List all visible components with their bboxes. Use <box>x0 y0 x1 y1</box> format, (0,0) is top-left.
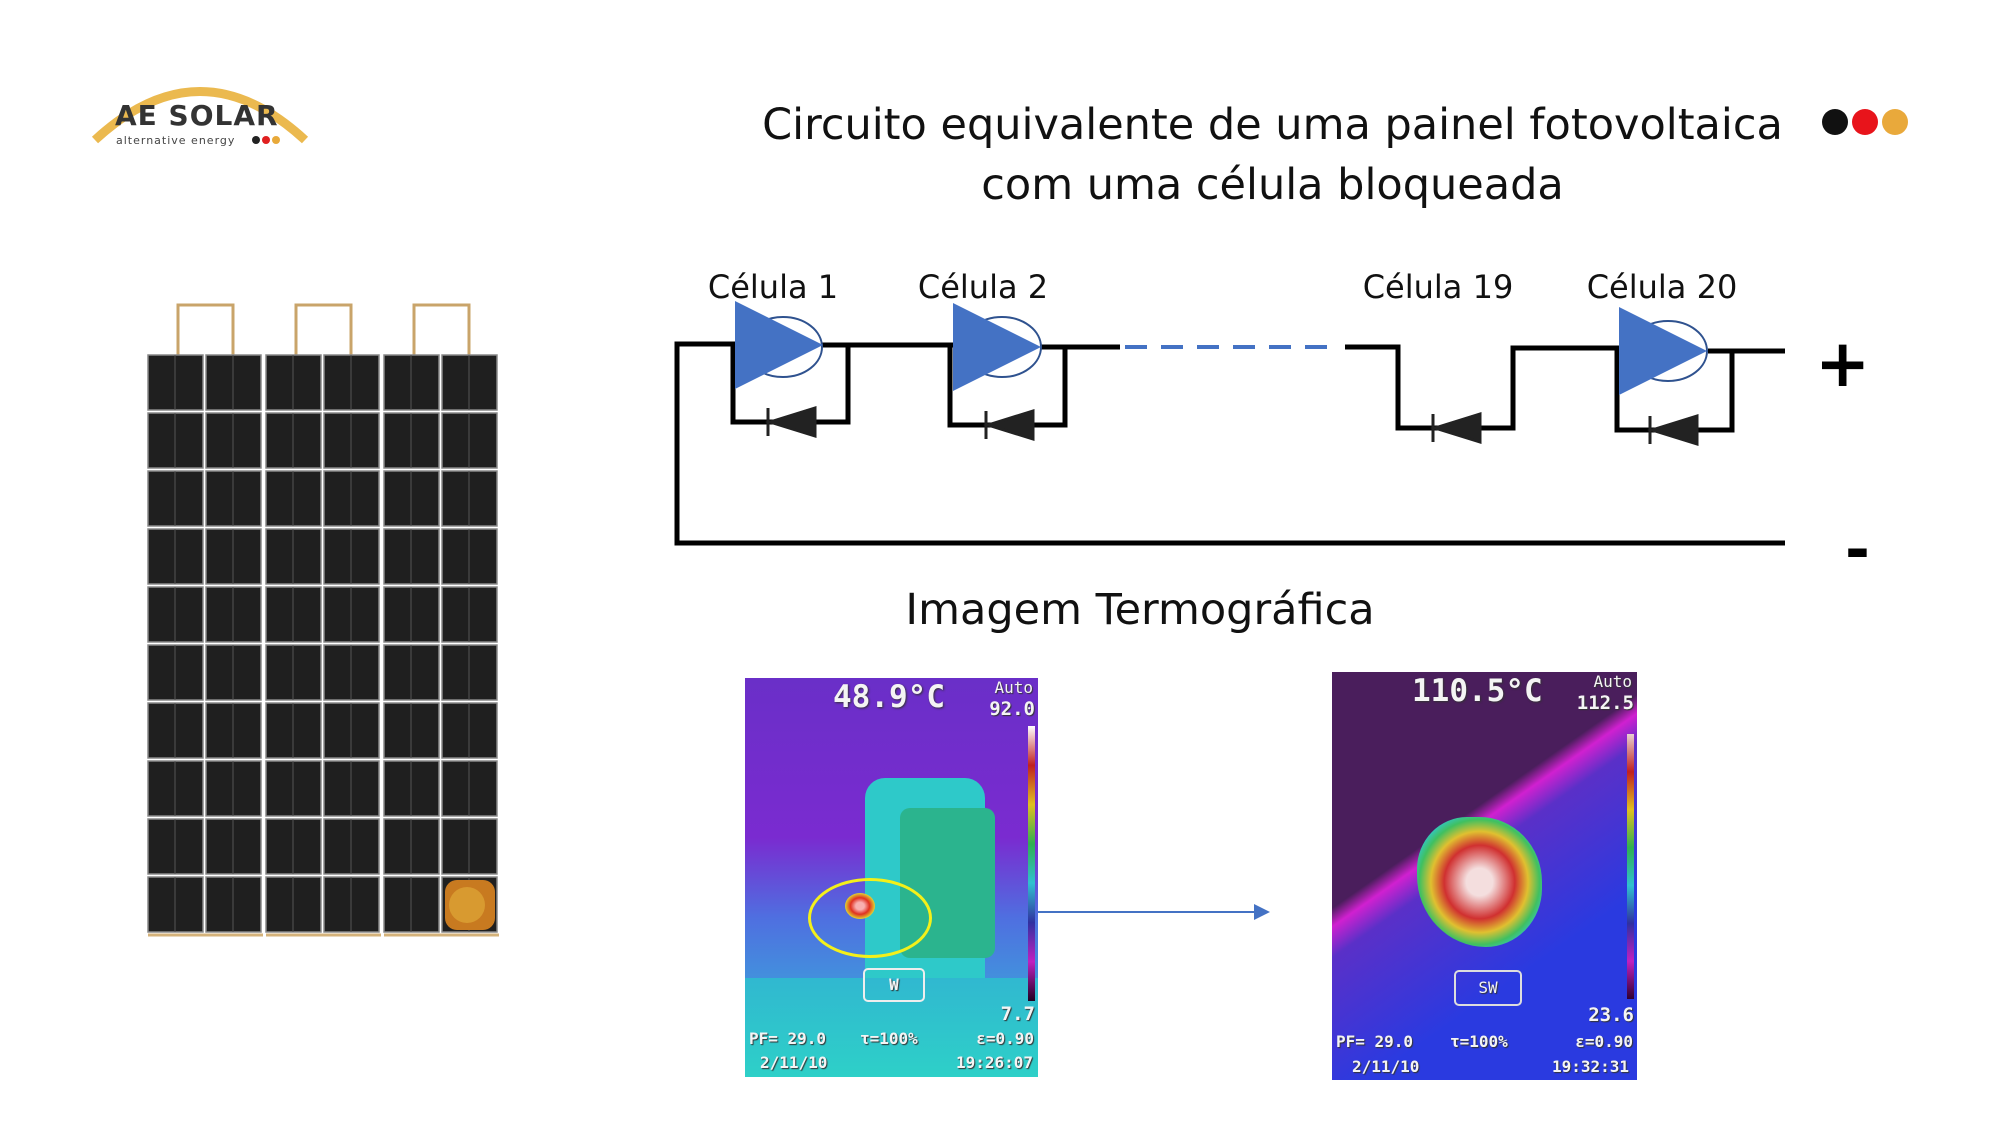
scale-max: 92.0 <box>989 698 1035 720</box>
center-temp: 110.5°C <box>1412 673 1543 709</box>
cell-label-20: Célula 20 <box>1586 268 1738 306</box>
date: 2/11/10 <box>1352 1057 1420 1076</box>
compass-direction: SW <box>1478 978 1498 997</box>
color-scale-bar <box>1627 734 1634 999</box>
compass-box: SW <box>1454 970 1522 1006</box>
tau-value: τ=100% <box>860 1029 918 1048</box>
logo-tagline: alternative energy <box>116 134 236 147</box>
center-temp: 48.9°C <box>833 679 945 715</box>
cell-label-1: Célula 1 <box>707 268 839 306</box>
thermal-image-1: 48.9°C Auto 92.0 7.7 W PF= 29.0 τ=100% ε… <box>745 678 1038 1077</box>
header-dot-yellow <box>1882 109 1908 135</box>
cell-20 <box>1619 307 1708 395</box>
pf-value: PF= 29.0 <box>1336 1032 1414 1051</box>
leaf-highlight <box>449 887 485 923</box>
bus-ribbon <box>412 303 471 360</box>
thermal-title: Imagem Termográfica <box>905 585 1375 635</box>
hotspot-circle <box>808 878 932 958</box>
tau-value: τ=100% <box>1450 1032 1508 1051</box>
logo-brand: AE SOLAR <box>115 99 279 132</box>
compass-direction: W <box>889 975 899 994</box>
scale-min: 7.7 <box>1000 1003 1035 1025</box>
header-dot-red <box>1852 109 1878 135</box>
title-line1: Circuito equivalente de uma painel fotov… <box>762 100 1783 150</box>
title-line2: com uma célula bloqueada <box>981 160 1564 210</box>
thermal-image-2: 110.5°C Auto 112.5 23.6 SW PF= 29.0 τ=10… <box>1332 672 1637 1080</box>
diode-icons <box>764 405 1699 447</box>
slide-title: Circuito equivalente de uma painel fotov… <box>700 95 1845 215</box>
pf-value: PF= 29.0 <box>749 1029 827 1048</box>
cell-2 <box>953 303 1042 391</box>
solar-panel-image <box>145 295 505 945</box>
return-wire <box>674 341 1785 546</box>
color-scale-bar <box>1028 726 1035 1001</box>
bus-ribbon <box>176 303 235 360</box>
compass-box: W <box>863 968 925 1002</box>
emissivity-value: ε=0.90 <box>1575 1032 1633 1051</box>
logo-arc-icon <box>91 87 309 144</box>
hotspot <box>1417 817 1542 947</box>
cell-label-19: Célula 19 <box>1362 268 1514 306</box>
ae-solar-logo: AE SOLAR alternative energy <box>90 68 315 150</box>
wire-19 <box>1345 344 1628 431</box>
mode-label: Auto <box>1593 672 1632 691</box>
solar-panel-graphic <box>147 303 499 937</box>
minus-terminal: - <box>1845 515 1870 585</box>
cell-label-2: Célula 2 <box>917 268 1049 306</box>
cell-1 <box>735 301 823 389</box>
logo-dots <box>252 136 280 144</box>
header-dot-black <box>1822 109 1848 135</box>
emissivity-value: ε=0.90 <box>976 1029 1034 1048</box>
mode-label: Auto <box>994 678 1033 697</box>
date: 2/11/10 <box>760 1053 828 1072</box>
scale-max: 112.5 <box>1576 692 1634 714</box>
time: 19:32:31 <box>1551 1057 1629 1076</box>
plus-terminal: + <box>1815 325 1871 402</box>
scale-min: 23.6 <box>1588 1004 1634 1026</box>
time: 19:26:07 <box>955 1053 1033 1072</box>
bus-ribbon <box>294 303 353 360</box>
